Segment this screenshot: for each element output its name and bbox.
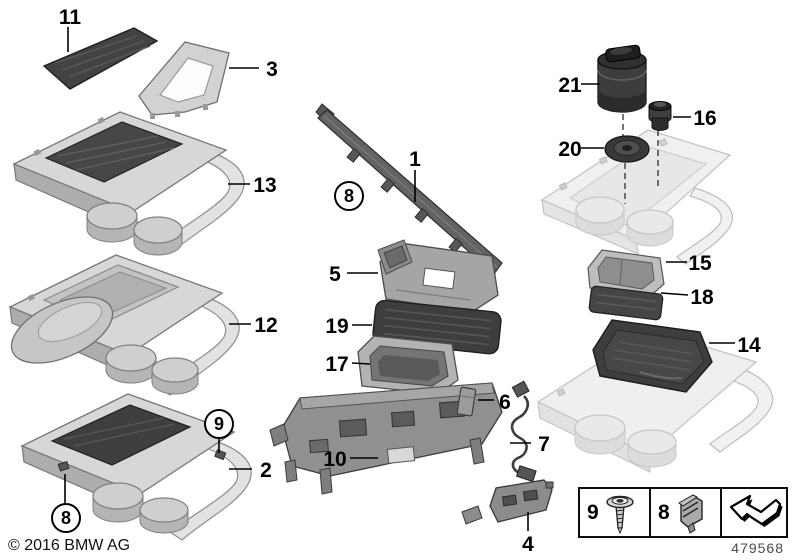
callout-13[interactable]: 13	[253, 174, 276, 197]
svg-text:2: 2	[260, 459, 272, 482]
svg-text:21: 21	[558, 74, 582, 97]
svg-text:8: 8	[344, 186, 354, 206]
callout-2[interactable]: 2	[260, 459, 272, 482]
screw-icon	[605, 495, 634, 534]
part-15-drawing	[587, 249, 665, 299]
svg-text:20: 20	[558, 138, 581, 161]
callout-15[interactable]: 15	[688, 252, 712, 275]
svg-text:1: 1	[409, 148, 421, 171]
part-20-drawing	[604, 135, 650, 163]
callout-21[interactable]: 21	[558, 74, 582, 97]
svg-text:11: 11	[59, 6, 82, 29]
callout-18[interactable]: 18	[690, 286, 714, 309]
part-19-drawing	[372, 299, 502, 355]
callout-1[interactable]: 1	[409, 148, 421, 171]
callout-14[interactable]: 14	[737, 334, 761, 357]
console-outline-top-drawing	[540, 129, 734, 265]
callout-20[interactable]: 20	[558, 138, 581, 161]
callout-8-circled-left[interactable]: 8	[51, 503, 81, 533]
part-3-drawing	[138, 41, 230, 119]
part-1-drawing	[315, 103, 503, 275]
svg-text:15: 15	[688, 252, 712, 275]
callout-5[interactable]: 5	[329, 263, 341, 286]
callout-10[interactable]: 10	[323, 448, 346, 471]
callout-7[interactable]: 7	[538, 433, 550, 456]
legend-screw-number: 9	[587, 501, 599, 524]
part-11-drawing	[42, 27, 159, 90]
callout-6[interactable]: 6	[499, 391, 511, 414]
legend-item-screw[interactable]: 9	[580, 489, 651, 536]
svg-text:19: 19	[325, 315, 348, 338]
svg-text:18: 18	[690, 286, 714, 309]
callout-9-circled[interactable]: 9	[204, 409, 234, 439]
copyright-text: © 2016 BMW AG	[8, 537, 131, 554]
part-14-drawing	[592, 319, 713, 393]
svg-text:13: 13	[253, 174, 276, 197]
part-21-drawing	[597, 44, 647, 113]
legend-item-continuation[interactable]	[722, 489, 786, 536]
svg-text:14: 14	[737, 334, 761, 357]
svg-text:10: 10	[323, 448, 346, 471]
callout-3[interactable]: 3	[266, 58, 278, 81]
diagram-number: 479568	[731, 540, 784, 556]
svg-text:6: 6	[499, 391, 511, 414]
part-17-drawing	[357, 335, 459, 395]
svg-text:3: 3	[266, 58, 278, 81]
clip-icon	[677, 493, 703, 534]
svg-text:17: 17	[325, 353, 348, 376]
part-7-drawing	[510, 380, 537, 483]
callout-16[interactable]: 16	[693, 107, 716, 130]
svg-text:12: 12	[254, 314, 277, 337]
callout-17[interactable]: 17	[325, 353, 348, 376]
part-12-drawing	[8, 254, 240, 396]
callout-4[interactable]: 4	[522, 533, 534, 556]
svg-text:9: 9	[214, 414, 224, 434]
part-13-drawing	[12, 111, 245, 256]
svg-text:5: 5	[329, 263, 341, 286]
svg-text:7: 7	[538, 433, 550, 456]
callout-11[interactable]: 11	[59, 6, 82, 29]
svg-text:4: 4	[522, 533, 534, 556]
svg-text:16: 16	[693, 107, 716, 130]
part-2-drawing	[20, 393, 252, 541]
part-18-drawing	[588, 285, 664, 321]
fastener-legend: 9 8	[578, 487, 788, 538]
part-5-drawing	[377, 239, 499, 313]
svg-text:8: 8	[61, 508, 71, 528]
part-10-drawing	[269, 382, 503, 495]
legend-clip-number: 8	[658, 501, 670, 524]
part-6-drawing	[456, 386, 477, 417]
continuation-arrow-icon	[729, 494, 783, 527]
callout-12[interactable]: 12	[254, 314, 277, 337]
legend-item-clip[interactable]: 8	[651, 489, 722, 536]
callout-8-circled-mid[interactable]: 8	[334, 181, 364, 211]
part-4-drawing	[461, 479, 554, 525]
part-16-drawing	[648, 101, 672, 131]
leader-lines	[64, 27, 735, 531]
callout-19[interactable]: 19	[325, 315, 348, 338]
